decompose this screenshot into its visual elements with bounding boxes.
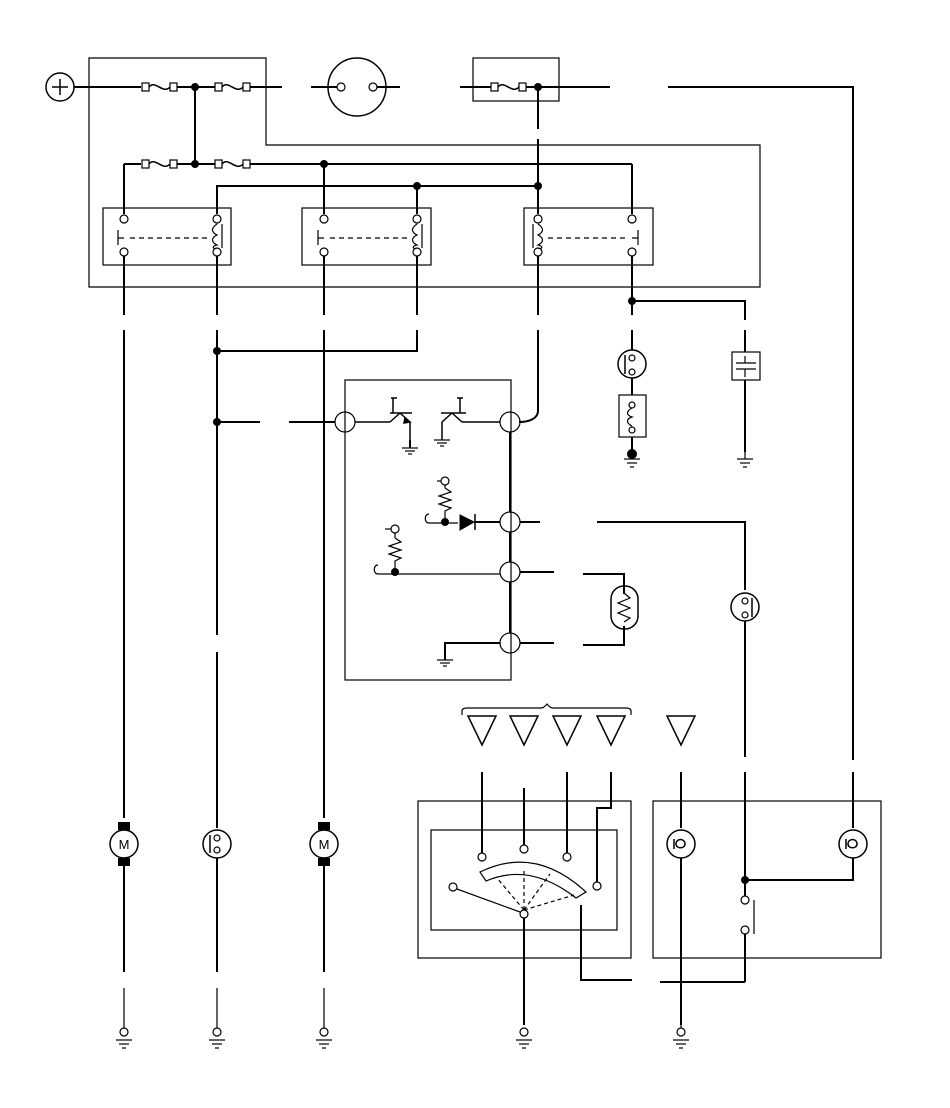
relay-coil-box	[618, 394, 647, 438]
fuse-1	[141, 82, 178, 92]
motor-1	[109, 822, 139, 866]
fuse-3	[490, 82, 527, 92]
capacitor	[731, 351, 761, 381]
transistor-2	[441, 397, 500, 440]
motor-2-label: M	[319, 837, 330, 852]
fuse-4	[141, 159, 178, 169]
gauge-dial	[448, 844, 602, 919]
battery-positive-terminal	[45, 72, 75, 102]
door-switch	[740, 895, 755, 935]
transistor-1	[355, 397, 412, 440]
resistor-2	[385, 524, 403, 572]
lamp-switch-box	[652, 800, 882, 959]
connector-round	[311, 57, 400, 117]
control-module	[344, 379, 512, 681]
motor-1-label: M	[119, 837, 130, 852]
relay-2	[301, 207, 432, 266]
relay-box	[88, 57, 761, 288]
connector-triangles	[466, 715, 697, 747]
relay-3	[523, 207, 654, 266]
fuse-holder-box	[472, 57, 560, 102]
diode	[459, 514, 476, 531]
lamp-left	[666, 829, 696, 859]
fuse-5	[214, 159, 251, 169]
indicator-lamp	[617, 349, 647, 379]
relay-1	[102, 207, 232, 266]
thermistor	[610, 585, 639, 630]
motor-2	[309, 822, 339, 866]
lamp-right	[838, 829, 868, 859]
lamp-bulb-1	[202, 829, 232, 859]
resistor-1	[437, 476, 453, 522]
fuse-2	[214, 82, 251, 92]
switch-lamp	[730, 592, 760, 622]
